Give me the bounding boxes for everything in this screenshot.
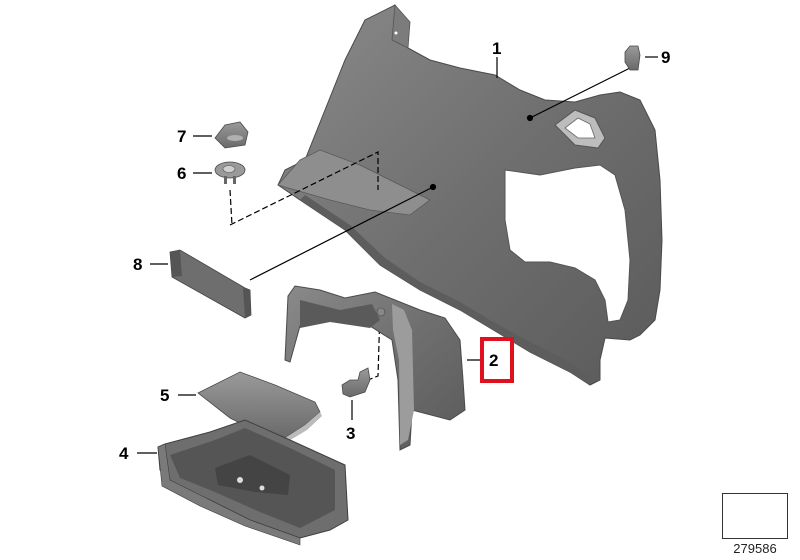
- callout-9: 9: [661, 48, 671, 67]
- callout-6: 6: [177, 164, 187, 183]
- callout-1: 1: [492, 39, 502, 58]
- part-4-storage-tray: [157, 419, 349, 546]
- part-7-cover-cap: [214, 121, 249, 149]
- reference-icon-box: [722, 493, 788, 539]
- callout-7: 7: [177, 127, 187, 146]
- callout-2: 2: [489, 351, 499, 370]
- callout-5: 5: [160, 386, 170, 405]
- part-2-wheel-arch-cover: [284, 285, 466, 451]
- part-9-clip: [624, 45, 641, 71]
- part-1-trim-panel: [277, 4, 663, 386]
- callout-3: 3: [346, 424, 356, 443]
- part-8-cover-strip: [169, 249, 252, 319]
- reference-number: 279586: [733, 541, 777, 556]
- part-3-clip: [341, 367, 371, 398]
- callout-4: 4: [119, 444, 129, 463]
- callout-2-highlight: [480, 337, 514, 383]
- leader-lines: [137, 56, 658, 454]
- part-6-mounting-nut: [214, 161, 246, 184]
- callout-8: 8: [133, 255, 143, 274]
